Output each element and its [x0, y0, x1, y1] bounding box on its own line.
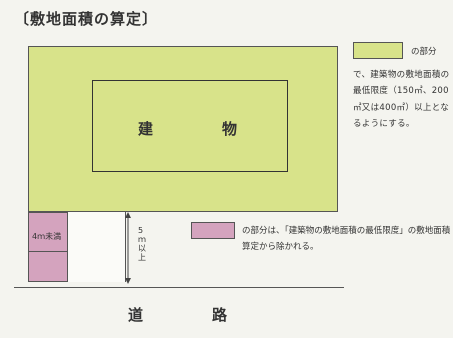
building-outline — [92, 80, 288, 172]
road-label-2: 路 — [212, 306, 228, 324]
building-label-1: 建 — [138, 120, 154, 138]
road-label-1: 道 — [128, 306, 144, 324]
legend-excluded-text: の部分は、「建築物の敷地面積の最低限度」の敷地面積算定から除かれる。 — [242, 226, 451, 252]
strip-width-label: 4ｍ未満 — [32, 232, 62, 241]
legend-valid-area-swatch — [353, 42, 403, 59]
legend-valid-area-heading: の部分 — [411, 47, 437, 57]
dimension-arrow — [125, 212, 131, 284]
legend-excluded-swatch — [191, 222, 235, 239]
dimension-label: 5ｍ以上 — [138, 226, 146, 262]
excluded-strip-lower — [28, 252, 68, 282]
diagram-title: 〔敷地面積の算定〕 — [14, 10, 159, 28]
building-label-2: 物 — [222, 120, 238, 138]
site-area — [28, 46, 338, 212]
excluded-strip-upper — [28, 212, 68, 252]
access-passage — [68, 212, 126, 282]
legend-valid-area-text: で、建築物の敷地面積の最低限度（150㎡、200㎡又は400㎡）以上となるように… — [353, 70, 450, 129]
road-boundary-line — [14, 287, 344, 288]
